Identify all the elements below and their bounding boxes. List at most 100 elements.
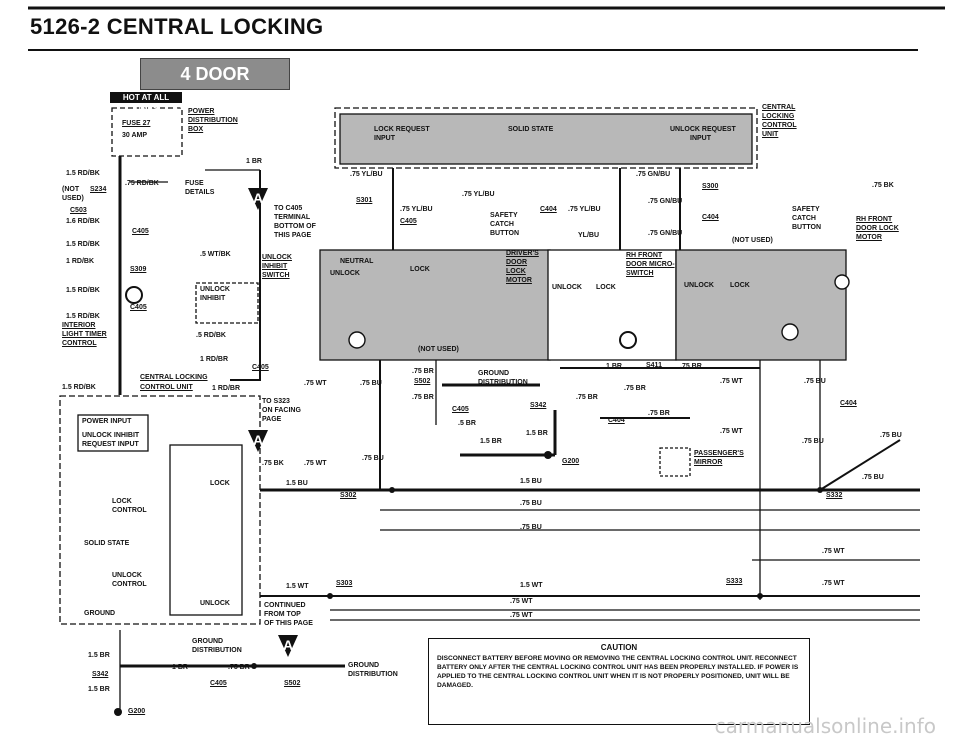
splice-label: S309 bbox=[130, 266, 147, 273]
safety-label: SAFETY bbox=[792, 206, 820, 213]
wire-label: .75 WT bbox=[720, 378, 743, 385]
lock-label: LOCK bbox=[730, 282, 750, 289]
rh-front-label: RH FRONT bbox=[626, 252, 663, 259]
wire-label: 1.5 BU bbox=[520, 478, 542, 485]
motor-label: MOTOR bbox=[506, 277, 532, 284]
wire-label: 1 RD/BR bbox=[212, 385, 241, 392]
lock-request-label: LOCK REQUEST bbox=[374, 126, 430, 133]
wire-label: .75 BR bbox=[648, 410, 670, 417]
door-micro-label: DOOR MICRO- bbox=[626, 261, 675, 268]
wire-label: .75 BK bbox=[262, 460, 284, 467]
wire-label: 1.5 RD/BK bbox=[66, 287, 100, 294]
not-used-label: (NOT bbox=[62, 186, 80, 193]
splice-label: S234 bbox=[90, 186, 107, 193]
connector-label: C405 bbox=[452, 406, 469, 413]
wire-label: .75 BR bbox=[576, 394, 598, 401]
wire-label: .75 BU bbox=[362, 455, 384, 462]
wire-label: 1 RD/BK bbox=[66, 258, 95, 265]
splice-label: S303 bbox=[336, 580, 353, 587]
wire-label: .75 BR bbox=[228, 664, 250, 671]
wire-label: 1 BR bbox=[246, 158, 262, 165]
unlock-label: UNLOCK bbox=[330, 270, 360, 277]
hot-at-all-times-label: HOT AT ALL TIMES bbox=[110, 92, 182, 113]
watermark: carmanualsonline.info bbox=[714, 714, 936, 738]
wire-label: .75 GN/BU bbox=[636, 171, 671, 178]
ground-dist-label: GROUND bbox=[192, 638, 224, 645]
wire-label: .75 YL/BU bbox=[350, 171, 383, 178]
ground-dist-label: GROUND bbox=[478, 370, 510, 377]
power-dist-label2: DISTRIBUTION bbox=[188, 117, 238, 124]
unlock-inhibit-label: UNLOCK INHIBIT bbox=[82, 432, 140, 439]
splice-label: S342 bbox=[530, 402, 547, 409]
ground-label: GROUND bbox=[84, 610, 116, 617]
central-control-label4: UNIT bbox=[762, 131, 779, 138]
unlock-request-label: UNLOCK REQUEST bbox=[670, 126, 736, 133]
connector-label: C405 bbox=[130, 304, 147, 311]
wire-label: 1.5 BR bbox=[88, 686, 110, 693]
this-page-label: THIS PAGE bbox=[274, 232, 312, 239]
wire-label: .75 WT bbox=[720, 428, 743, 435]
wire-label: .5 WT/BK bbox=[200, 251, 231, 258]
wire-label: 1.5 RD/BK bbox=[66, 170, 100, 177]
subtitle-banner: 4 DOOR (SELECT) bbox=[140, 58, 290, 114]
wire-label: .75 BU bbox=[862, 474, 884, 481]
lock-label: LOCK bbox=[596, 284, 616, 291]
fuse-details-label2: DETAILS bbox=[185, 189, 215, 196]
on-facing-label: ON FACING bbox=[262, 407, 301, 414]
wire-label: .75 BR bbox=[412, 394, 434, 401]
splice-label: S502 bbox=[284, 680, 301, 687]
ground-dist-label2: DISTRIBUTION bbox=[192, 647, 242, 654]
ground-point-label: G200 bbox=[128, 708, 146, 715]
lock-control-label: LOCK bbox=[112, 498, 132, 505]
wire-label: .75 BR bbox=[680, 363, 702, 370]
interior-light-label3: CONTROL bbox=[62, 340, 97, 347]
wire-label: .75 BU bbox=[520, 500, 542, 507]
splice-label: S332 bbox=[826, 492, 843, 499]
switch-label: SWITCH bbox=[626, 270, 654, 277]
wire-label: .75 BU bbox=[880, 432, 902, 439]
central-control-label3: CONTROL bbox=[762, 122, 797, 129]
not-used-label: (NOT USED) bbox=[732, 237, 773, 244]
ground-dist-label: GROUND bbox=[348, 662, 380, 669]
button-label: BUTTON bbox=[490, 230, 520, 237]
power-input-label: POWER INPUT bbox=[82, 418, 132, 425]
not-used-label: (NOT USED) bbox=[418, 346, 459, 353]
wire-label: 1.5 BR bbox=[480, 438, 502, 445]
svg-text:A: A bbox=[253, 190, 263, 206]
mirror-label: MIRROR bbox=[694, 459, 723, 466]
page-title: 5126-2 CENTRAL LOCKING bbox=[30, 14, 324, 39]
unlock-inhibit-switch-label: UNLOCK bbox=[262, 254, 292, 261]
wire-label: .5 RD/BK bbox=[196, 332, 226, 339]
wire-label: .75 YL/BU bbox=[400, 206, 433, 213]
lock-motor-label: LOCK bbox=[506, 268, 526, 275]
wire-label: 1 RD/BR bbox=[200, 356, 229, 363]
interior-light-label: INTERIOR bbox=[62, 322, 96, 329]
rh-front-lock-label: RH FRONT bbox=[856, 216, 893, 223]
wire-label: .75 BU bbox=[802, 438, 824, 445]
continued-label: CONTINUED bbox=[264, 602, 306, 609]
unlock-label: UNLOCK bbox=[684, 282, 714, 289]
power-dist-label3: BOX bbox=[188, 126, 204, 133]
bottom-of-label: BOTTOM OF bbox=[274, 223, 316, 230]
connector-label: C404 bbox=[702, 214, 719, 221]
unlock-inhibit-switch-label3: SWITCH bbox=[262, 272, 290, 279]
fuse-details-label: FUSE bbox=[185, 180, 204, 187]
lock-label: LOCK bbox=[410, 266, 430, 273]
unlock-inhibit-switch-label2: INHIBIT bbox=[262, 263, 288, 270]
splice-label: S300 bbox=[702, 183, 719, 190]
wire-label: 1.5 RD/BK bbox=[66, 241, 100, 248]
connector-label: C404 bbox=[840, 400, 857, 407]
amp-label: 30 AMP bbox=[122, 132, 148, 139]
to-s323-label: TO S323 bbox=[262, 398, 290, 405]
wire-label: .75 WT bbox=[510, 598, 533, 605]
safety-label: SAFETY bbox=[490, 212, 518, 219]
wire-label: .75 WT bbox=[822, 548, 845, 555]
wire-label: .75 WT bbox=[304, 380, 327, 387]
caution-heading: CAUTION bbox=[600, 643, 638, 652]
interior-light-label2: LIGHT TIMER bbox=[62, 331, 107, 338]
svg-text:A: A bbox=[283, 637, 293, 653]
lock-label: LOCK bbox=[210, 480, 230, 487]
to-c405-label: TO C405 bbox=[274, 205, 303, 212]
splice-label: S302 bbox=[340, 492, 357, 499]
